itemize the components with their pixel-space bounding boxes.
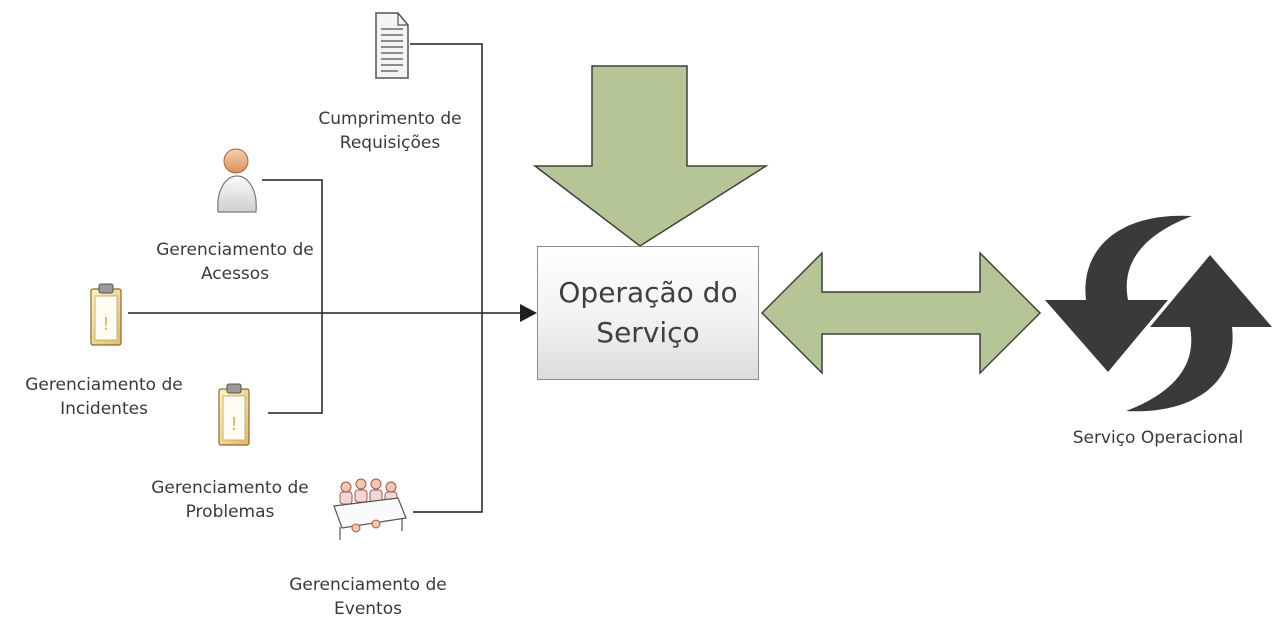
label-eventos: Gerenciamento de Eventos	[268, 573, 468, 621]
center-box-line2: Serviço	[596, 316, 700, 349]
label-problemas: Gerenciamento de Problemas	[130, 476, 330, 524]
operacao-do-servico-box: Operação do Serviço	[537, 246, 759, 380]
label-requisicoes-line1: Cumprimento de	[318, 109, 462, 129]
label-acessos-line1: Gerenciamento de	[156, 240, 314, 260]
label-eventos-line2: Eventos	[334, 599, 402, 619]
person-icon	[217, 148, 257, 213]
label-problemas-line1: Gerenciamento de	[151, 478, 309, 498]
meeting-table-icon	[333, 478, 407, 540]
label-eventos-line1: Gerenciamento de	[289, 575, 447, 595]
clipboard-icon-problemas: !	[218, 383, 250, 446]
connector-requisicoes	[410, 43, 483, 513]
svg-text:!: !	[102, 314, 109, 335]
label-problemas-line2: Problemas	[185, 502, 275, 522]
double-arrow	[760, 251, 1042, 375]
document-icon	[375, 12, 409, 79]
label-acessos-line2: Acessos	[200, 264, 270, 284]
svg-text:!: !	[230, 414, 237, 435]
label-incidentes-line2: Incidentes	[60, 399, 148, 419]
clipboard-icon-incidentes: !	[90, 283, 122, 346]
label-incidentes: Gerenciamento de Incidentes	[4, 373, 204, 421]
label-requisicoes-line2: Requisições	[339, 133, 441, 153]
label-servico-operacional-text: Serviço Operacional	[1072, 428, 1244, 448]
connector-lines	[128, 43, 520, 513]
cycle-arrows-icon	[1045, 215, 1272, 412]
down-arrow	[532, 65, 769, 247]
label-requisicoes: Cumprimento de Requisições	[300, 107, 480, 155]
connector-acessos	[262, 179, 323, 414]
connector-arrowhead	[520, 304, 537, 322]
center-box-line1: Operação do	[558, 276, 738, 309]
label-incidentes-line1: Gerenciamento de	[25, 375, 183, 395]
label-servico-operacional: Serviço Operacional	[1046, 426, 1270, 450]
label-acessos: Gerenciamento de Acessos	[135, 238, 335, 286]
